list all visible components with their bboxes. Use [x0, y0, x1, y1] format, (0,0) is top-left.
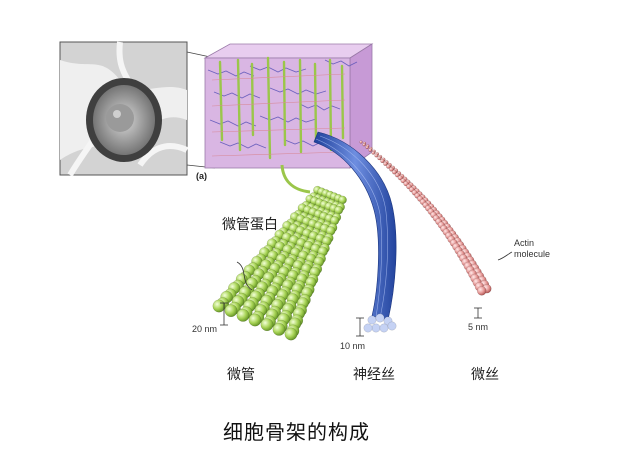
label-neurofilament-size: 10 nm — [340, 341, 366, 351]
filament-end-circle — [387, 321, 397, 331]
actin-bead — [368, 148, 373, 152]
microtubule-structure — [212, 164, 347, 341]
tubulin-bead — [338, 195, 347, 205]
tubulin-bead — [272, 322, 286, 336]
actin-bead — [397, 175, 403, 181]
label-microfilament: 微丝 — [471, 367, 499, 383]
filament-end-circle — [363, 323, 373, 333]
figure-title: 细胞骨架的构成 — [223, 420, 370, 444]
actin-bead — [386, 164, 391, 169]
tubulin-bead — [224, 304, 238, 318]
panel-letter: (a) — [196, 171, 207, 181]
actin-bead — [374, 153, 379, 158]
filament-end-circle — [375, 313, 385, 323]
actin-bead — [476, 286, 487, 296]
actin-bead — [391, 169, 397, 175]
axon-cube — [203, 43, 374, 169]
filament-end-circle — [367, 315, 377, 325]
actin-bead — [383, 161, 388, 166]
filament-end-circle — [371, 323, 381, 333]
actin-bead — [377, 156, 382, 161]
label-actin-line1: Actin — [514, 238, 535, 248]
label-actin-line2: molecule — [514, 249, 551, 259]
label-microfilament-size: 5 nm — [468, 322, 489, 332]
label-neurofilament: 神经丝 — [353, 367, 395, 383]
microfilament-structure — [359, 140, 492, 296]
label-microtubule: 微管 — [227, 367, 255, 383]
tubulin-bead — [236, 308, 250, 322]
tubulin-bead — [260, 318, 274, 332]
neuron-inset — [59, 41, 189, 177]
actin-bead — [362, 143, 366, 147]
tubulin-bead — [248, 313, 262, 327]
actin-bead — [371, 150, 376, 155]
actin-bead — [400, 178, 406, 184]
tubulin-bead — [284, 327, 298, 341]
actin-bead — [389, 166, 394, 172]
actin-bead — [359, 140, 363, 144]
tubulin-bead — [212, 299, 226, 313]
actin-bead — [380, 158, 385, 164]
label-microtubule-size: 20 nm — [192, 324, 218, 334]
actin-bead — [394, 172, 400, 178]
actin-bead — [365, 145, 369, 150]
measure-brackets — [220, 251, 513, 337]
neurofilament-structure — [313, 131, 397, 333]
label-tubulin: 微管蛋白 — [222, 217, 278, 233]
filament-end-circle — [379, 323, 389, 333]
